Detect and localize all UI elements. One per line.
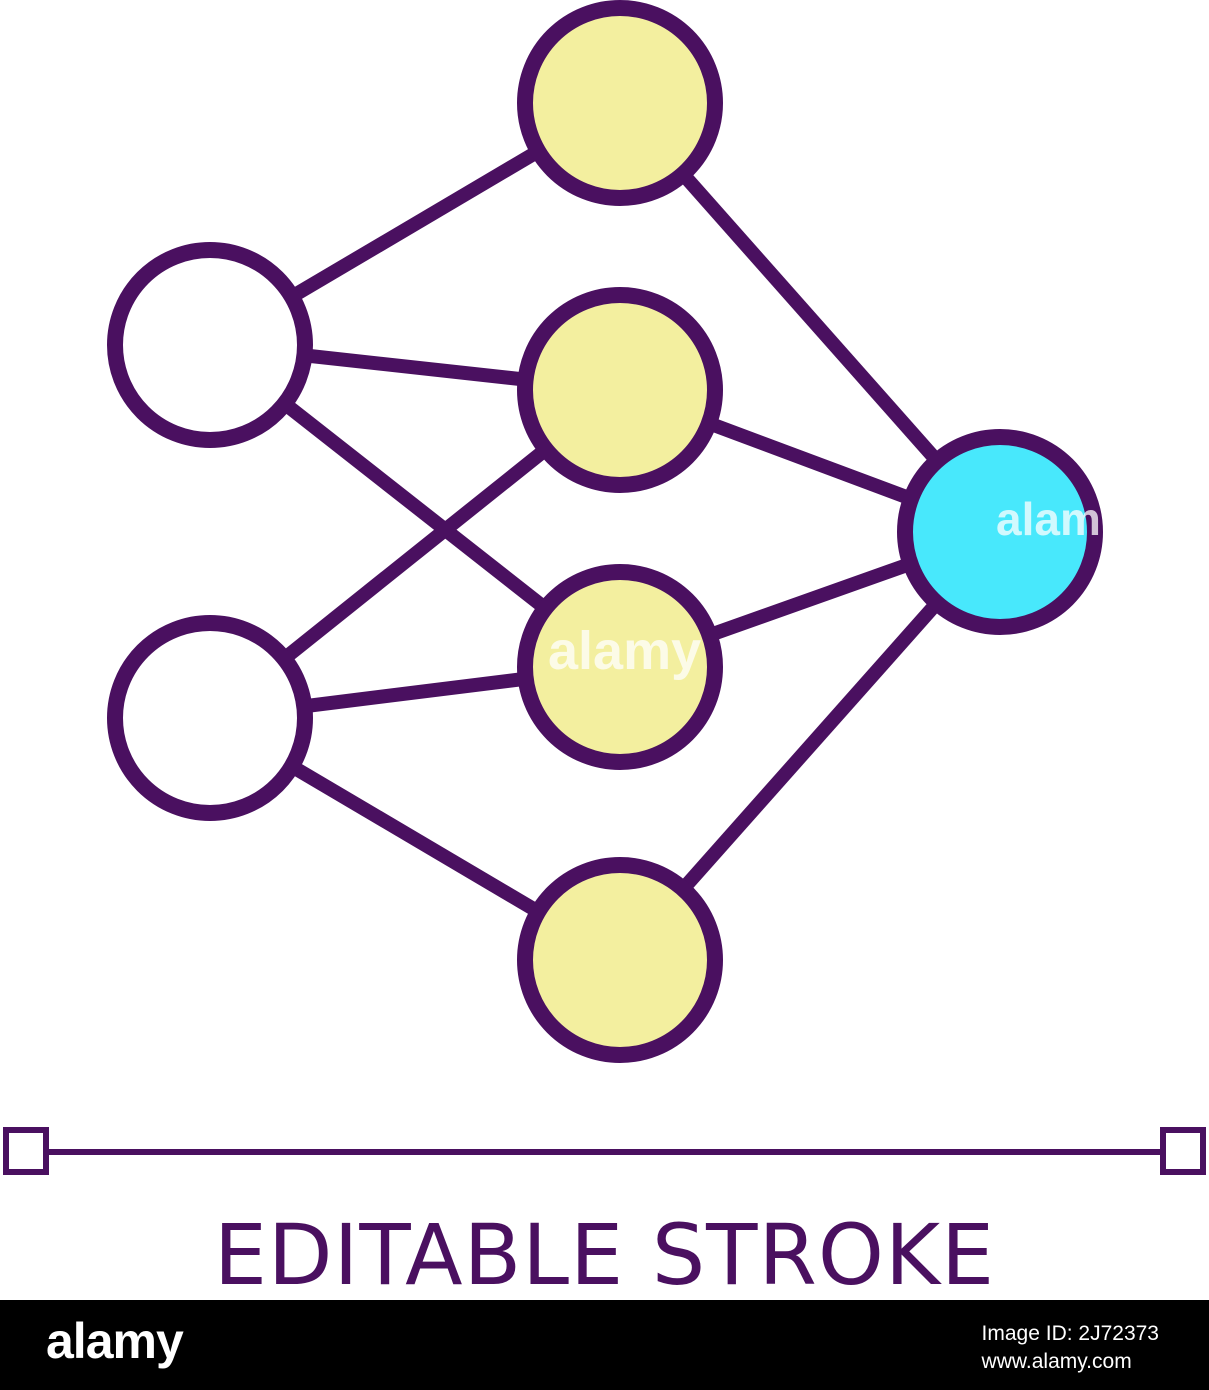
editable-stroke-caption: EDITABLE STROKE bbox=[213, 1206, 996, 1304]
node-input-1 bbox=[107, 242, 313, 448]
alamy-logo: alamy bbox=[46, 1313, 184, 1369]
footer-bar: alamy Image ID: 2J72373 www.alamy.com bbox=[0, 1300, 1209, 1390]
image-id: Image ID: 2J72373 bbox=[981, 1322, 1159, 1345]
node-output-1 bbox=[897, 429, 1103, 635]
stroke-handle-right bbox=[1160, 1127, 1206, 1175]
editable-stroke-indicator bbox=[3, 1127, 1206, 1175]
node-hidden-3 bbox=[517, 564, 723, 770]
node-hidden-4 bbox=[517, 857, 723, 1063]
footer-meta: Image ID: 2J72373 www.alamy.com bbox=[982, 1320, 1159, 1376]
node-hidden-2 bbox=[517, 287, 723, 493]
nodes bbox=[107, 0, 1103, 1063]
site-url: www.alamy.com bbox=[981, 1350, 1132, 1373]
edges bbox=[205, 96, 1006, 967]
stroke-handle-left bbox=[3, 1127, 49, 1175]
node-hidden-1 bbox=[517, 0, 723, 206]
node-input-2 bbox=[107, 615, 313, 821]
neural-network-diagram bbox=[3, 0, 1206, 1175]
